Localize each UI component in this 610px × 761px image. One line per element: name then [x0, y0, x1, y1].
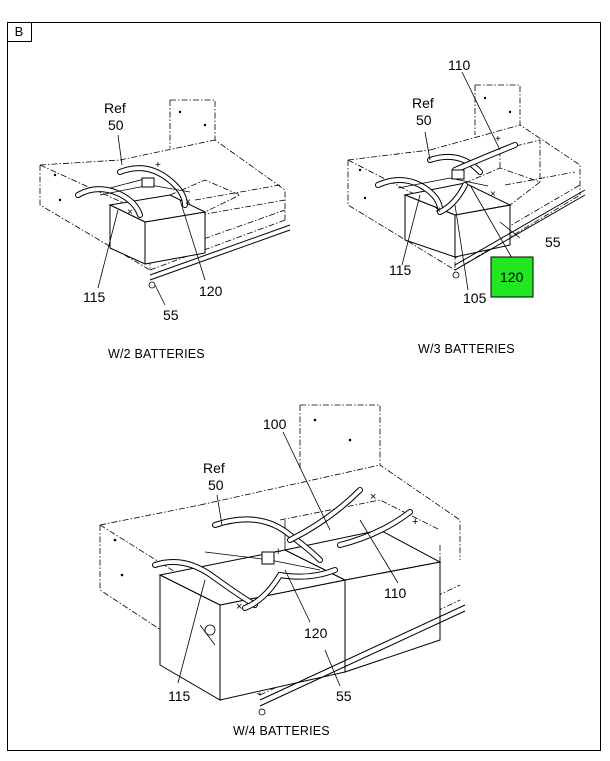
callout-55: 55	[163, 307, 179, 323]
diagram-frame	[7, 22, 601, 751]
caption-w2-batteries: W/2 BATTERIES	[108, 347, 205, 361]
callout-50: 50	[416, 112, 432, 128]
view-2-callout-labels: Ref 50 115 120 55	[83, 100, 223, 323]
svg-text:×: ×	[435, 205, 441, 216]
view-4-batteries-illustration: × + × +	[99, 404, 466, 716]
callout-110: 110	[448, 57, 471, 73]
view-3-batteries-illustration: × × +	[347, 71, 586, 298]
view-3-callout-labels: 110 Ref 50 55 115 105 120	[389, 57, 561, 306]
view-2-batteries-illustration: + × ×	[39, 99, 291, 306]
callout-ref: Ref	[412, 95, 434, 111]
callout-110: 110	[384, 585, 407, 601]
callout-115: 115	[83, 289, 106, 305]
svg-text:+: +	[275, 546, 281, 558]
callout-ref: Ref	[104, 100, 126, 116]
callout-50: 50	[108, 117, 124, 133]
svg-text:+: +	[412, 516, 418, 528]
svg-text:×: ×	[370, 491, 376, 503]
callout-120: 120	[304, 625, 328, 641]
panel-letter: B	[14, 24, 24, 39]
callout-100: 100	[263, 416, 287, 432]
callout-ref: Ref	[203, 460, 225, 476]
svg-text:+: +	[155, 160, 161, 171]
panel-letter-box: B	[7, 22, 32, 42]
caption-w3-batteries: W/3 BATTERIES	[418, 342, 515, 356]
callout-55: 55	[336, 688, 352, 704]
callout-115: 115	[389, 262, 412, 278]
svg-text:×: ×	[490, 189, 496, 200]
caption-w4-batteries: W/4 BATTERIES	[233, 724, 330, 738]
svg-text:+: +	[495, 134, 501, 145]
view-4-callout-labels: 100 Ref 50 110 120 115 55	[168, 416, 407, 704]
callout-115: 115	[168, 688, 191, 704]
callout-120-highlighted: 120	[500, 269, 524, 285]
callout-105: 105	[463, 290, 487, 306]
callout-55: 55	[545, 234, 561, 250]
svg-text:×: ×	[185, 197, 191, 208]
svg-text:×: ×	[236, 601, 242, 613]
svg-text:×: ×	[127, 207, 133, 218]
callout-120: 120	[199, 283, 223, 299]
highlight-box	[490, 256, 534, 298]
callout-50: 50	[208, 477, 224, 493]
